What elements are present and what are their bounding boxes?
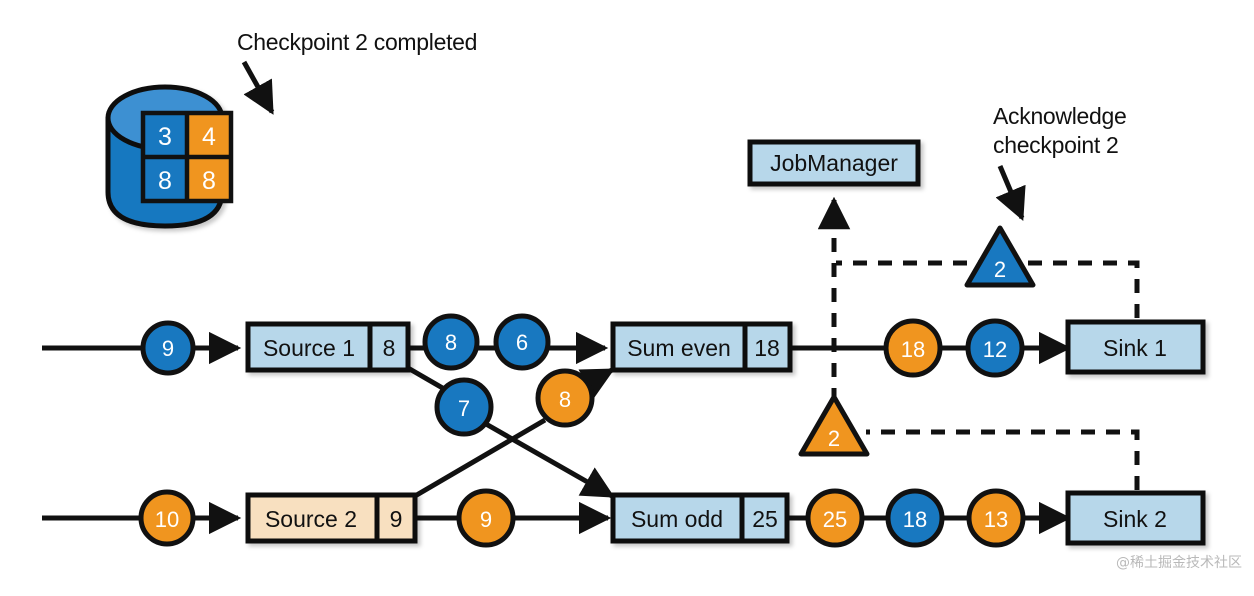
record-value: 12 bbox=[983, 337, 1007, 362]
sink1-label: Sink 1 bbox=[1103, 335, 1167, 361]
jobmanager-box[interactable] bbox=[747, 139, 921, 187]
sum-even-node[interactable] bbox=[610, 321, 793, 373]
record-circle bbox=[535, 368, 595, 428]
sum-odd-label: Sum odd bbox=[631, 506, 723, 532]
record-value: 9 bbox=[162, 336, 174, 361]
storage-cell-0 bbox=[143, 113, 187, 157]
storage-cell-value-3: 8 bbox=[202, 167, 216, 195]
checkpoint-completed-label: Checkpoint 2 completed bbox=[237, 29, 477, 55]
record-circle bbox=[493, 313, 551, 371]
source1-node[interactable] bbox=[245, 321, 411, 373]
record-value: 8 bbox=[559, 387, 571, 412]
record-circle bbox=[422, 313, 480, 371]
source1-label: Source 1 bbox=[263, 335, 355, 361]
record-value: 25 bbox=[823, 507, 847, 532]
storage-cell-value-0: 3 bbox=[158, 123, 172, 151]
record-source2-cross: 8 bbox=[535, 368, 595, 428]
jobmanager-node[interactable] bbox=[747, 139, 921, 187]
record-source1-cross: 7 bbox=[434, 377, 494, 437]
record-circle bbox=[966, 488, 1026, 548]
ack-annotation-arrow bbox=[995, 165, 1026, 221]
record-source2-out: 9 bbox=[456, 488, 516, 548]
record-circle bbox=[965, 318, 1025, 378]
record-circle bbox=[434, 377, 494, 437]
barrier-blue-value: 2 bbox=[994, 257, 1006, 282]
record-circle bbox=[138, 489, 196, 547]
ack-branch-sink1 bbox=[836, 260, 1140, 318]
sum-odd-node[interactable] bbox=[610, 492, 790, 544]
record-sum-odd-out-a: 25 bbox=[805, 488, 865, 548]
barrier-orange-value: 2 bbox=[828, 426, 840, 451]
barrier-triangle-blue: 2 bbox=[964, 225, 1036, 288]
sum-even-label: Sum even bbox=[627, 335, 731, 361]
record-circle bbox=[805, 488, 865, 548]
source2-node[interactable] bbox=[245, 492, 418, 544]
record-circle bbox=[885, 488, 945, 548]
record-value: 8 bbox=[445, 330, 457, 355]
sum-odd-box[interactable] bbox=[610, 492, 790, 544]
source1-state: 8 bbox=[383, 335, 396, 361]
record-value: 7 bbox=[458, 396, 470, 421]
storage-cell-value-1: 4 bbox=[202, 123, 216, 151]
ack-label-line2: checkpoint 2 bbox=[993, 132, 1119, 158]
barrier-blue-shape bbox=[964, 225, 1036, 288]
sink2-node[interactable] bbox=[1065, 490, 1206, 546]
storage-grid: 3 4 8 8 bbox=[140, 110, 234, 204]
record-sum-even-out-b: 12 bbox=[965, 318, 1025, 378]
record-circle bbox=[883, 318, 943, 378]
record-source1-out-a: 8 bbox=[422, 313, 480, 371]
cross-stream-lines bbox=[406, 365, 615, 499]
barrier-orange-shape bbox=[798, 394, 870, 457]
record-circle bbox=[140, 320, 196, 376]
ack-branch-sink2 bbox=[866, 429, 1140, 490]
storage-cell-2 bbox=[143, 157, 187, 201]
record-source1-input: 9 bbox=[140, 320, 196, 376]
source2-state: 9 bbox=[390, 506, 403, 532]
record-value: 10 bbox=[155, 507, 179, 532]
watermark-label: @稀土掘金技术社区 bbox=[1116, 555, 1242, 571]
storage-cell-3 bbox=[187, 157, 231, 201]
ack-label-line1: Acknowledge bbox=[993, 103, 1127, 129]
sink2-label: Sink 2 bbox=[1103, 506, 1167, 532]
record-sum-odd-out-c: 13 bbox=[966, 488, 1026, 548]
sum-odd-state: 25 bbox=[752, 506, 778, 532]
source1-box[interactable] bbox=[245, 321, 411, 373]
record-circle bbox=[456, 488, 516, 548]
jobmanager-label: JobManager bbox=[770, 150, 898, 176]
record-value: 18 bbox=[901, 337, 925, 362]
storage-cell-1 bbox=[187, 113, 231, 157]
edge-rec7-to-sumodd bbox=[484, 421, 615, 499]
record-sum-even-out-a: 18 bbox=[883, 318, 943, 378]
record-value: 13 bbox=[984, 507, 1008, 532]
acknowledge-dashed-network bbox=[817, 196, 1140, 490]
record-value: 9 bbox=[480, 507, 492, 532]
storage-cell-value-2: 8 bbox=[158, 167, 172, 195]
record-value: 18 bbox=[903, 507, 927, 532]
record-source2-input: 10 bbox=[138, 489, 196, 547]
edge-source1-to-rec7 bbox=[406, 365, 448, 393]
sink2-box[interactable] bbox=[1065, 490, 1206, 546]
checkpoint-completed-arrow bbox=[241, 60, 275, 115]
record-source1-out-b: 6 bbox=[493, 313, 551, 371]
sink1-box[interactable] bbox=[1065, 319, 1206, 375]
sum-even-state: 18 bbox=[754, 335, 780, 361]
record-sum-odd-out-b: 18 bbox=[885, 488, 945, 548]
sink1-node[interactable] bbox=[1065, 319, 1206, 375]
sum-even-box[interactable] bbox=[610, 321, 793, 373]
source2-label: Source 2 bbox=[265, 506, 357, 532]
edge-source2-to-rec8orange bbox=[413, 417, 547, 499]
source2-box[interactable] bbox=[245, 492, 418, 544]
record-value: 6 bbox=[516, 330, 528, 355]
barrier-triangle-orange: 2 bbox=[798, 394, 870, 457]
edge-rec8orange-to-sumeven bbox=[578, 367, 615, 399]
